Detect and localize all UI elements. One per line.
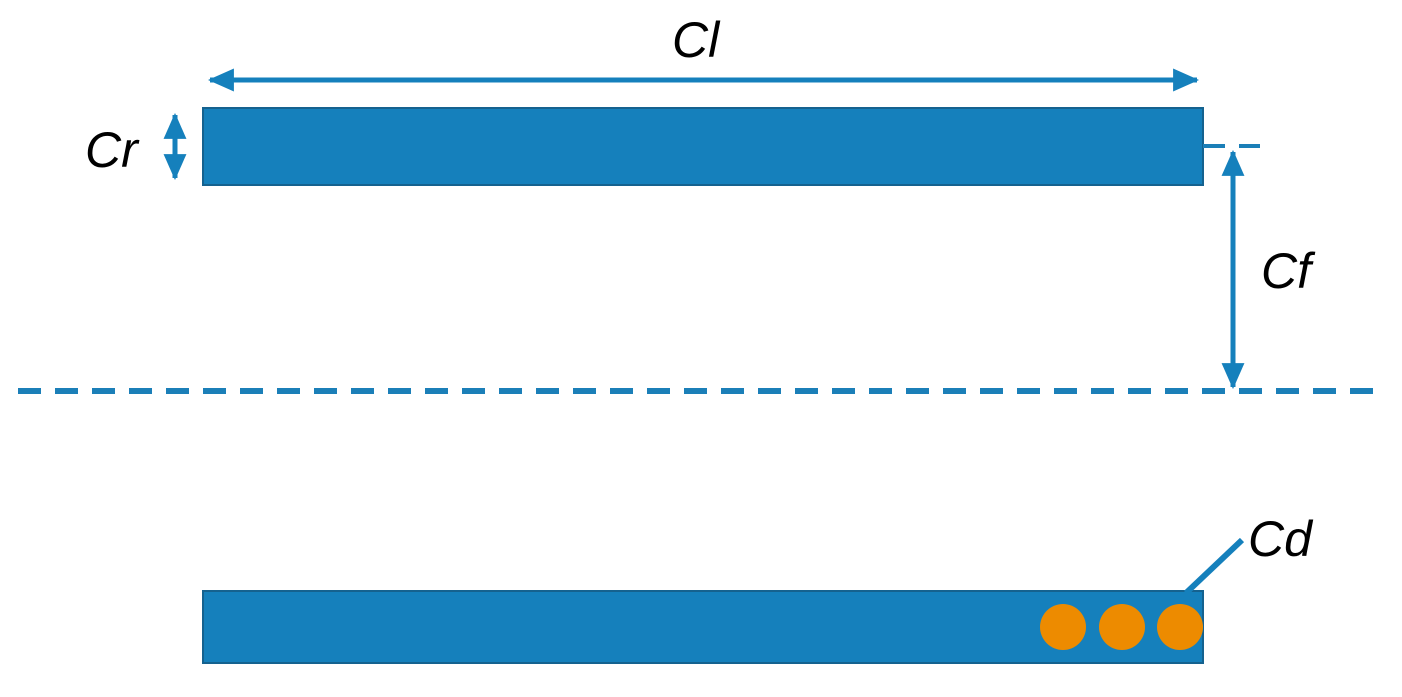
- conductor-circle-1: [1040, 604, 1086, 650]
- conductor-circle-3: [1157, 604, 1203, 650]
- coil-length-label: Cl: [672, 12, 721, 68]
- coil-offset-label: Cf: [1261, 243, 1316, 299]
- conductor-diameter-label: Cd: [1248, 511, 1314, 567]
- conductor-circle-2: [1099, 604, 1145, 650]
- lower-coil-bar: [202, 590, 1204, 664]
- conductor-diameter-leader-line: [1183, 537, 1245, 596]
- upper-coil-bar: [202, 107, 1204, 186]
- coil-thickness-label: Cr: [85, 122, 140, 178]
